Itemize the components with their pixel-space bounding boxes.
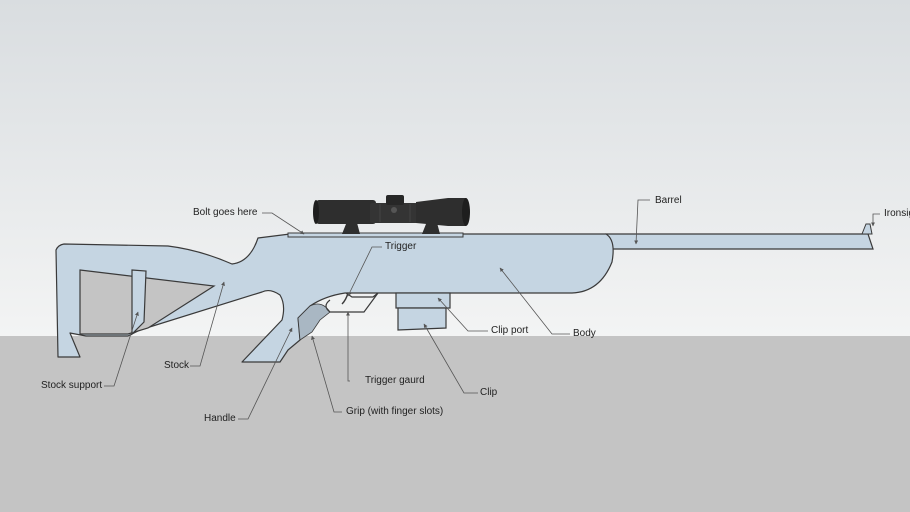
leader-handle [238, 327, 293, 420]
clip [397, 307, 447, 331]
label-clip: Clip [480, 387, 498, 398]
leader-barrel [634, 199, 650, 245]
leader-stock-support [104, 311, 139, 387]
leader-body [499, 267, 570, 335]
clip-port [395, 292, 451, 309]
trigger [341, 292, 349, 305]
label-grip: Grip (with finger slots) [346, 406, 444, 417]
barrel [605, 233, 874, 250]
label-clip-port: Clip port [491, 325, 529, 336]
ground-plane [0, 336, 910, 512]
label-stock: Stock [164, 360, 190, 371]
label-bolt: Bolt goes here [193, 207, 258, 218]
leader-clip-port [437, 297, 488, 332]
label-trigger-guard: Trigger gaurd [365, 375, 425, 386]
rifle-body [55, 233, 614, 363]
leader-ironsight [871, 213, 880, 227]
leader-bolt [262, 212, 305, 235]
leader-clip [423, 323, 478, 394]
label-body: Body [573, 328, 596, 339]
trigger-guard [325, 292, 379, 313]
stock-cutout [79, 269, 216, 335]
grip-surface [297, 303, 331, 341]
label-barrel: Barrel [655, 195, 682, 206]
leader-trigger [347, 246, 382, 297]
stock-support [131, 269, 147, 336]
ironsight [861, 223, 873, 235]
leader-lines [104, 199, 880, 420]
scope [313, 195, 470, 234]
label-trigger: Trigger [385, 241, 417, 252]
leader-trigger-guard [346, 311, 350, 382]
bolt-rail [287, 232, 464, 238]
label-stock-support: Stock support [41, 380, 103, 391]
label-handle: Handle [204, 413, 236, 424]
leader-grip [311, 335, 342, 413]
leader-stock [190, 281, 225, 367]
label-ironsight: Ironsight [884, 208, 910, 219]
